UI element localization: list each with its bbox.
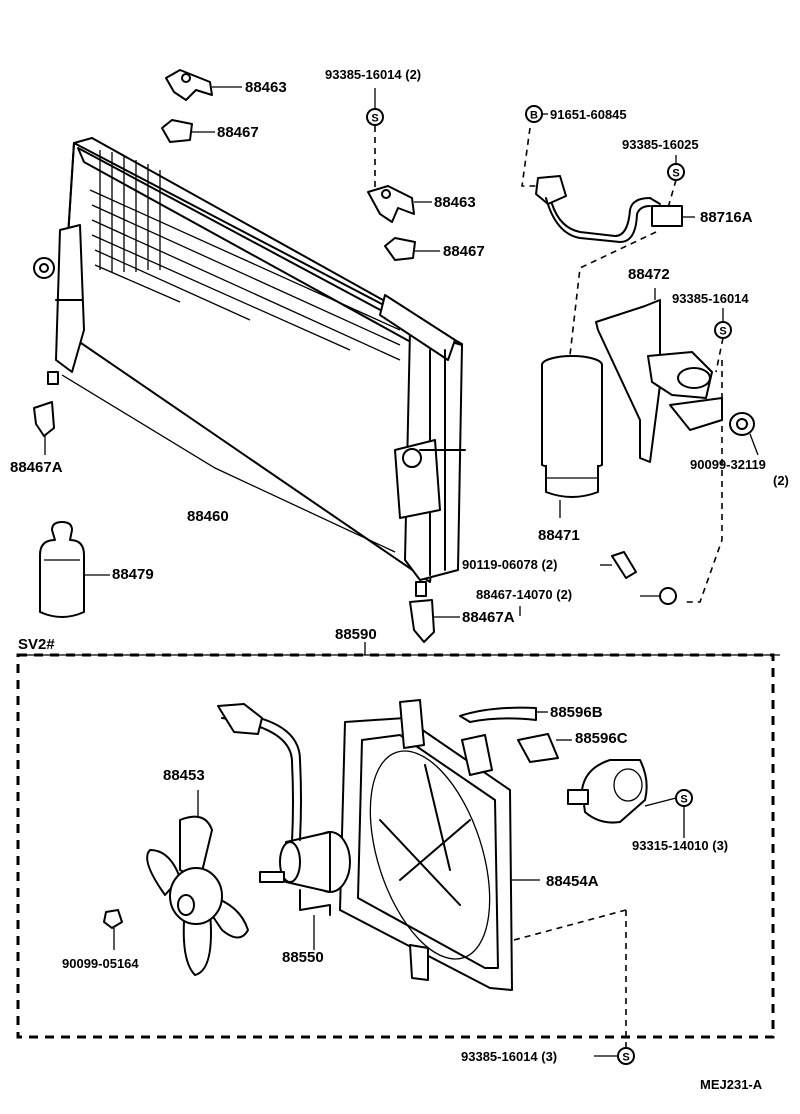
fan-assembly-88590 <box>16 642 780 1039</box>
label-93315-14010: 93315-14010 (3) <box>632 838 729 853</box>
s-symbol: S <box>680 794 687 806</box>
label-90099-05164: 90099-05164 <box>62 956 139 971</box>
cushion-88467-top <box>161 119 215 143</box>
cushion-88467A-right <box>409 599 460 643</box>
bracket-88472 <box>595 288 723 463</box>
label-91651-60845: 91651-60845 <box>550 107 627 122</box>
s-marker-1: S <box>366 88 384 126</box>
label-88596B: 88596B <box>550 704 603 721</box>
label-88550: 88550 <box>282 949 324 966</box>
receiver-88471 <box>541 231 657 498</box>
s-marker-5: S <box>513 909 635 1065</box>
s-marker-3: S <box>714 308 732 373</box>
label-93385-16014-3: 93385-16014 (3) <box>461 1049 558 1064</box>
label-88467-14070: 88467-14070 (2) <box>476 587 573 602</box>
label-sv2: SV2# <box>18 636 55 653</box>
label-88596C: 88596C <box>575 730 628 747</box>
label-88467-top: 88467 <box>217 124 259 141</box>
label-88716A: 88716A <box>700 209 753 226</box>
grommet-90099-32119 <box>729 412 759 456</box>
bracket-88463-top <box>165 69 242 101</box>
label-88460: 88460 <box>187 508 229 525</box>
label-88467A-right: 88467A <box>462 609 515 626</box>
label-88467-mid: 88467 <box>443 243 485 260</box>
label-93385-16014-2: 93385-16014 (2) <box>325 67 422 82</box>
label-90119-06078: 90119-06078 (2) <box>462 557 558 572</box>
fan-housing-cap <box>567 759 648 824</box>
condenser-88460 <box>33 137 466 597</box>
nut-88467-14070 <box>640 587 677 605</box>
label-88472: 88472 <box>628 266 670 283</box>
shield-88596C <box>517 733 572 763</box>
boot-88479 <box>39 521 110 618</box>
nut-90099-05164 <box>103 909 123 950</box>
label-90099-32119-qty: (2) <box>773 473 789 488</box>
label-88463-top: 88463 <box>245 79 287 96</box>
label-88479: 88479 <box>112 566 154 583</box>
label-88463-mid: 88463 <box>434 194 476 211</box>
bracket-88463-mid <box>367 185 432 223</box>
s-symbol: S <box>719 326 726 338</box>
s-symbol: S <box>622 1052 629 1064</box>
fan-motor-88550 <box>217 703 351 950</box>
label-90099-32119: 90099-32119 <box>690 457 766 472</box>
figure-code: MEJ231-A <box>700 1077 763 1092</box>
shroud-88454A <box>339 699 540 991</box>
b-symbol: B <box>530 110 538 122</box>
label-93385-16014: 93385-16014 <box>672 291 749 306</box>
s-symbol: S <box>672 168 679 180</box>
s-marker-4: S <box>644 789 693 838</box>
label-88590: 88590 <box>335 626 377 643</box>
pressure-switch-88716A <box>521 127 695 243</box>
bolt-90119-06078 <box>600 551 637 579</box>
cushion-88467A-left <box>33 401 55 455</box>
label-88471: 88471 <box>538 527 580 544</box>
s-marker-2: S <box>667 155 685 209</box>
cushion-88467-mid <box>384 237 440 261</box>
label-88467A-left: 88467A <box>10 459 63 476</box>
fan-blade-88453 <box>146 790 249 976</box>
label-93385-16025: 93385-16025 <box>622 137 699 152</box>
label-88453: 88453 <box>163 767 205 784</box>
label-88454A: 88454A <box>546 873 599 890</box>
b-marker: B <box>525 105 543 123</box>
s-symbol: S <box>371 113 378 125</box>
shield-88596B <box>459 706 548 723</box>
